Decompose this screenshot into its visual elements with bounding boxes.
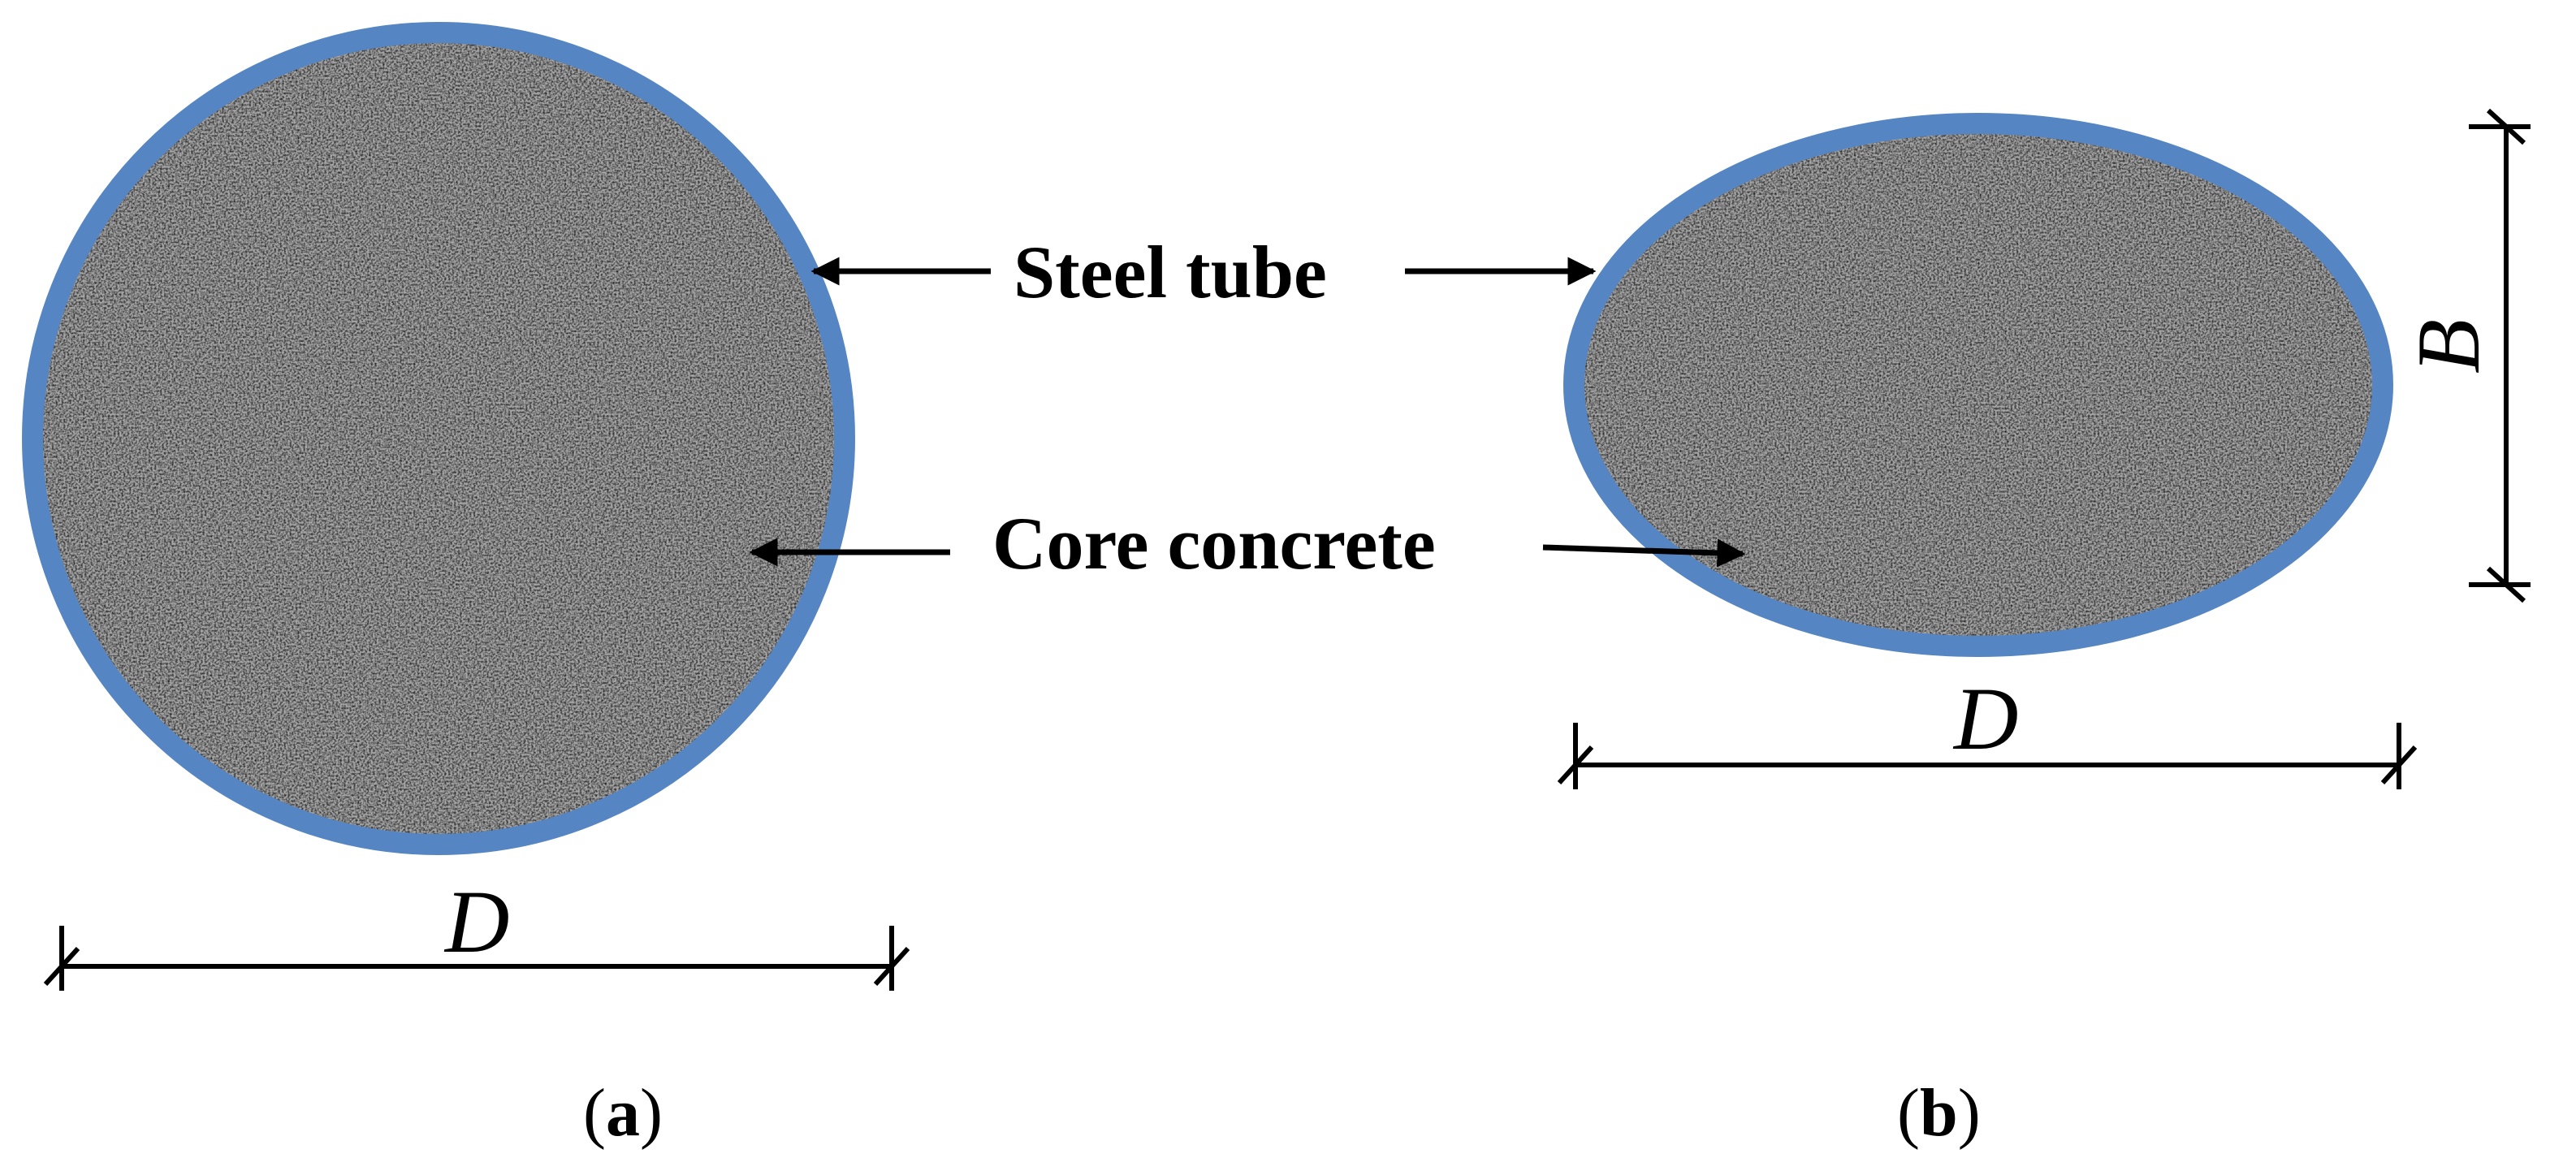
dimension-label-a-D: D	[443, 872, 509, 971]
core-concrete-label: Core concrete	[992, 502, 1436, 585]
caption-b: (b)	[1897, 1075, 1981, 1151]
steel-tube-label: Steel tube	[1014, 231, 1327, 313]
dimension-line-b-width	[1557, 723, 2418, 789]
circle-steel-tube	[22, 22, 855, 855]
panel-b-elliptical-section	[1563, 113, 2393, 657]
dimension-label-b-D: D	[1952, 669, 2018, 768]
panel-a-circular-section	[22, 22, 855, 855]
dimension-line-b-height	[2469, 108, 2531, 603]
core-concrete-arrow-right	[1542, 538, 1746, 568]
ellipse-steel-tube	[1563, 113, 2393, 657]
ellipse-concrete-texture	[1574, 123, 2383, 646]
circle-concrete-texture	[32, 32, 845, 845]
caption-a: (a)	[583, 1075, 663, 1151]
dimension-line-a	[43, 926, 910, 991]
dimension-label-b-B: B	[2399, 319, 2498, 374]
